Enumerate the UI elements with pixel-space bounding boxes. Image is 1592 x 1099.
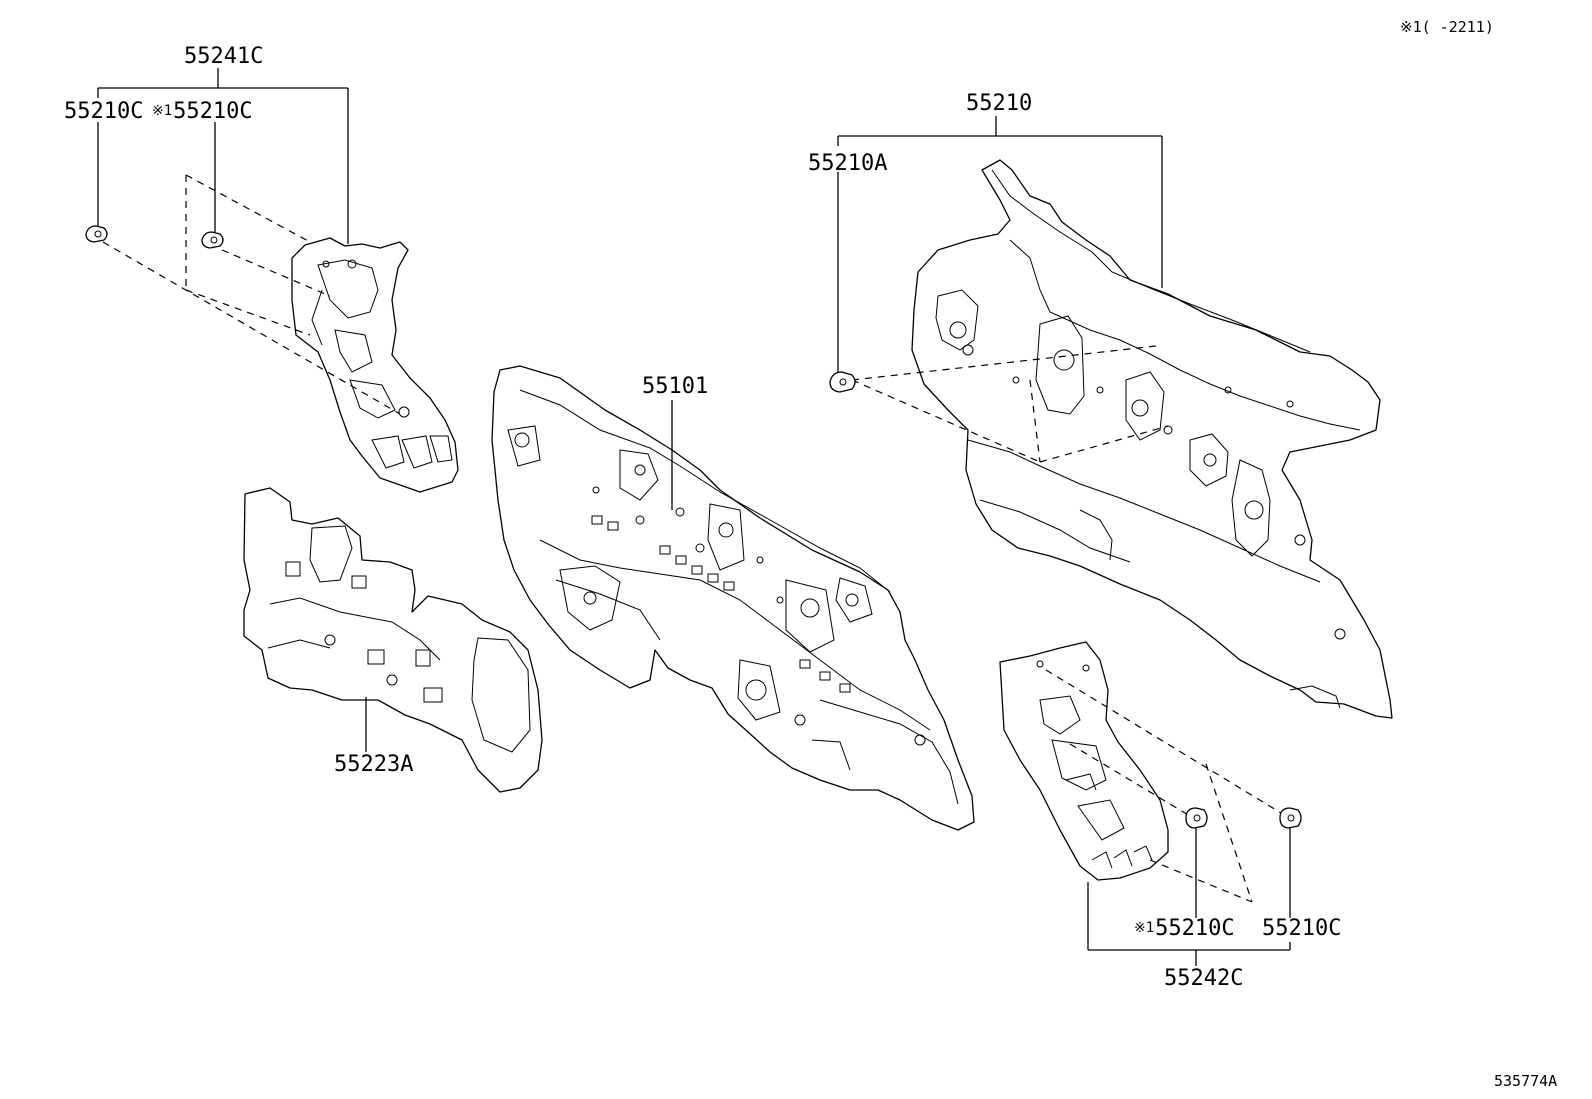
header-note-text: ( -2211) [1421, 18, 1494, 36]
callout-55241C[interactable]: 55241C [184, 44, 264, 69]
callout-code: 55210C [1155, 916, 1235, 941]
clip-icon[interactable] [85, 225, 108, 243]
callout-55210C-lower-right[interactable]: 55210C [1262, 916, 1342, 941]
footnote-mark: ※1 [1134, 920, 1155, 936]
projection-lines-lower-right [1045, 669, 1287, 903]
callout-55210A[interactable]: 55210A [808, 151, 888, 176]
callout-55210[interactable]: 55210 [966, 91, 1033, 116]
dash-insulator-pad-drawing[interactable] [243, 487, 543, 793]
callout-55210C-lower-marked[interactable]: ※155210C [1134, 918, 1235, 940]
leader-55210 [837, 116, 1163, 374]
footer-code: 535774A [1494, 1072, 1558, 1090]
callout-code: 55210C [173, 99, 253, 124]
dash-panel-insulator-assy-drawing[interactable] [911, 159, 1393, 719]
callout-55223A[interactable]: 55223A [334, 752, 414, 777]
clip-icon[interactable] [201, 231, 224, 249]
silencer-panel-lower-right-drawing[interactable] [999, 641, 1169, 881]
clip-icon[interactable] [1185, 807, 1208, 829]
leader-55242C [1087, 826, 1291, 966]
callout-55210C-left-marked[interactable]: ※155210C [152, 101, 253, 123]
silencer-panel-upper-left-drawing[interactable] [291, 237, 459, 493]
callout-55210C-left[interactable]: 55210C [64, 99, 144, 124]
header-note: ※1( -2211) [1400, 20, 1494, 35]
leader-55241C [97, 68, 349, 244]
footnote-mark: ※1 [152, 103, 173, 119]
dash-panel-drawing[interactable] [491, 365, 975, 831]
callout-55101[interactable]: 55101 [642, 374, 709, 399]
projection-lines-upper-left [102, 174, 401, 415]
clip-icon[interactable] [829, 371, 856, 393]
header-note-mark: ※1 [1400, 18, 1422, 36]
callout-55242C[interactable]: 55242C [1164, 966, 1244, 991]
clip-icon[interactable] [1279, 807, 1302, 829]
projection-lines-right [851, 345, 1169, 463]
